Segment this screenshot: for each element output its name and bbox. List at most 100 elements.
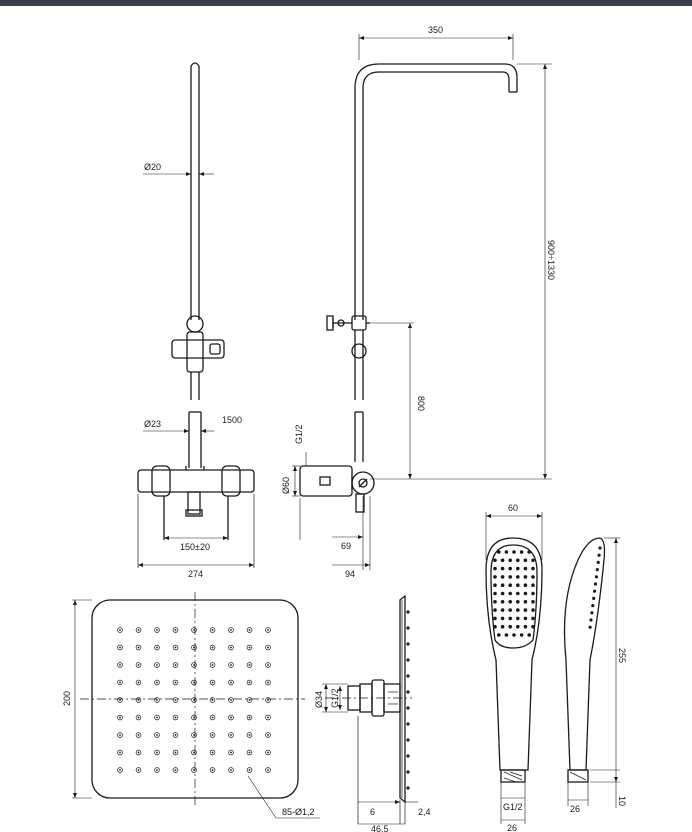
nozzle-dot [174,769,177,771]
nozzle-ring [265,714,271,721]
label-head-thickness: 2,4 [418,807,431,817]
nozzle-ring [191,627,197,633]
label-head-size: 200 [62,691,72,706]
nozzle-dot [267,646,269,649]
technical-drawing: Ø20 Ø23 1500 150±20 274 [62,25,627,832]
hand-nozzle [508,558,512,563]
shower-head-top-view: 85-Ø1,2 [80,592,320,819]
nozzle-ring [265,627,271,633]
hand-nozzle [531,558,535,563]
dim-hand-width: 60 [485,503,543,560]
label-head-depth: 46,5 [371,824,389,832]
hand-nozzle [493,583,497,587]
nozzle-dot [156,629,158,631]
nozzle-ring [154,714,160,721]
nozzle-dot [193,751,195,754]
nozzle-dot [137,646,140,649]
nozzle [246,679,253,686]
side-dot [406,626,410,630]
nozzle-ring [265,732,271,738]
nozzle-dot [193,734,195,736]
side-dot [406,642,410,646]
hand-nozzle [531,583,535,587]
nozzle-dot [211,734,214,736]
hand-side-nozzle [598,546,602,550]
nozzle [191,644,197,651]
hand-nozzle [531,591,535,596]
nozzle-ring [117,697,123,703]
nozzle-ring [172,714,179,721]
dim-head-size: 200 [62,599,92,799]
nozzle [154,732,160,738]
hand-nozzle [523,566,528,571]
nozzle-ring [265,644,271,651]
hand-side-nozzle [592,596,596,601]
nozzle-dot [248,699,251,701]
nozzle-ring [117,644,123,651]
nozzle [246,644,253,651]
nozzle-ring [228,697,234,703]
nozzle [191,732,197,738]
nozzle [154,662,160,668]
nozzle-dot [230,664,232,666]
label-connector-thread: G1/2 [330,688,340,708]
hand-nozzle [493,608,497,612]
nozzle-ring [135,697,142,703]
hand-nozzle [500,591,505,596]
dim-connector-diameter: Ø34 [314,683,348,713]
nozzle-dot [248,681,251,684]
label-head-offset: 6 [370,807,375,817]
nozzle-ring [265,767,271,773]
nozzle [135,714,142,721]
hand-shower-front-view [485,537,543,783]
nozzle [117,697,123,703]
nozzle-ring [265,662,271,668]
nozzle-ring [228,679,234,686]
nozzle-dot [193,664,195,666]
nozzle-dot [230,716,232,719]
nozzle-dot [174,699,177,701]
label-outlet-height: 800 [416,396,426,411]
nozzle-dot [193,769,195,771]
label-pipe-length: 1500 [222,415,242,425]
hand-side-nozzle [596,560,600,565]
nozzle-dot [137,664,140,666]
nozzle [265,662,271,668]
nozzle-dot [174,681,177,684]
nozzle-dot [156,716,158,719]
nozzle [246,749,253,756]
nozzle-dot [211,716,214,719]
nozzle-dot [137,734,140,736]
nozzle-ring [135,749,142,756]
hand-nozzle [516,566,520,571]
top-border-bar [0,0,692,6]
nozzle [172,767,179,773]
nozzle-dot [248,646,251,649]
side-dot [406,770,410,774]
nozzle [265,644,271,651]
nozzle-dot [267,734,269,736]
nozzle [154,749,160,756]
hand-nozzle [500,608,505,612]
nozzle-dot [156,751,158,754]
nozzle [228,732,234,738]
nozzle-dot [156,734,158,736]
nozzle-dot [119,734,121,736]
dim-rail-diameter: Ø20 [143,162,214,176]
nozzle-dot [174,629,177,631]
label-body-diameter: Ø60 [281,477,291,494]
nozzle-dot [119,629,121,631]
nozzle-dot [137,681,140,684]
nozzle-dot [267,716,269,719]
hand-nozzle [508,591,512,596]
hand-nozzle [523,575,528,579]
nozzle-ring [172,679,179,686]
nozzle-dot [267,751,269,754]
nozzle [117,662,123,668]
nozzle-dot [230,769,232,771]
dim-depth-69: 69 [299,496,364,570]
hand-nozzle [519,633,524,637]
nozzle-dot [193,646,195,649]
nozzle-dot [230,646,232,649]
nozzle [228,749,234,756]
